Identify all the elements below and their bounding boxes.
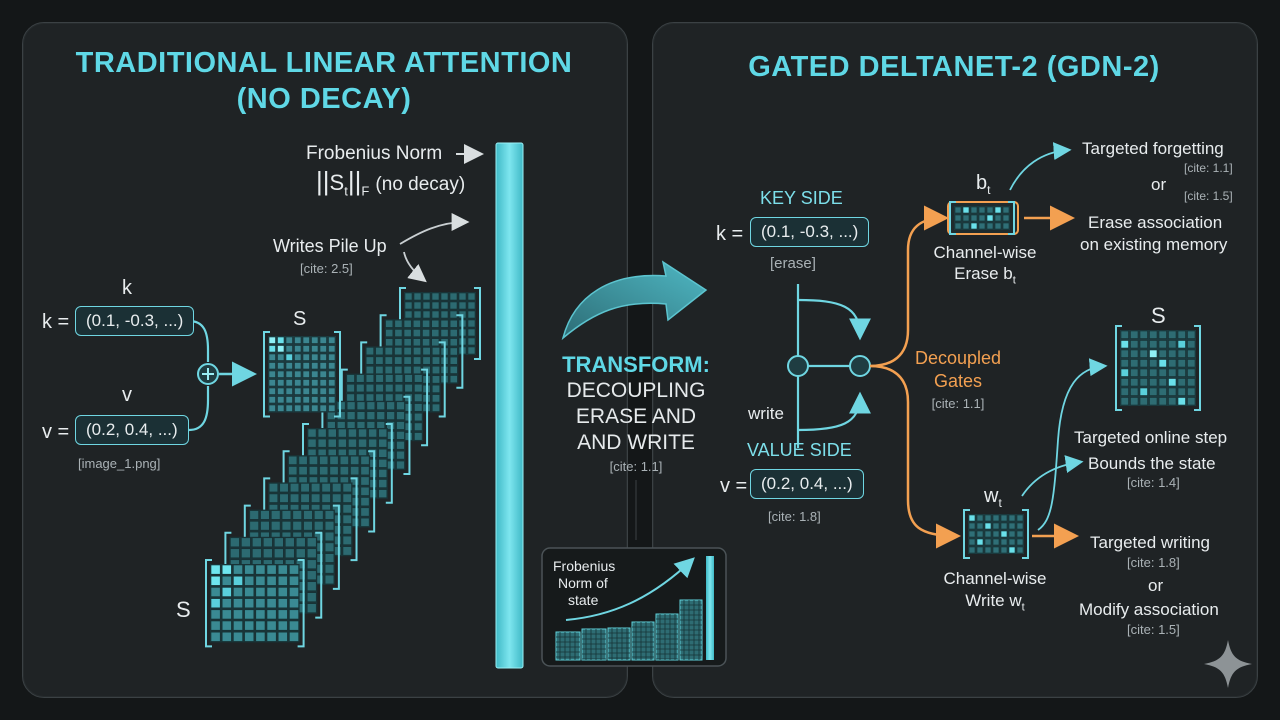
erase-tag: [erase] xyxy=(770,255,816,272)
v-connector xyxy=(188,386,210,432)
right-v-cite: [cite: 1.8] xyxy=(768,509,821,524)
junction-node-1 xyxy=(787,355,809,377)
targeted-writing-label: Targeted writing xyxy=(1090,533,1211,552)
formula-note: (no decay) xyxy=(375,174,466,195)
to-targeted-forgetting-arrow xyxy=(1009,142,1072,191)
right-v-equals: v = xyxy=(720,475,748,497)
state-matrix-s-small xyxy=(263,331,341,418)
erase-association-line2: on existing memory xyxy=(1080,235,1228,254)
transform-cite: [cite: 1.1] xyxy=(609,459,663,474)
orange-to-write-gate xyxy=(869,364,961,549)
inset-bar-5 xyxy=(655,613,679,661)
or-label-1: or xyxy=(1151,175,1167,194)
formula-sub-t: t xyxy=(344,183,348,199)
transform-line3: ERASE AND xyxy=(575,405,697,428)
write-tag: write xyxy=(748,404,784,423)
write-path-arrow xyxy=(797,391,871,432)
transform-line4: AND WRITE xyxy=(577,431,695,454)
writes-pile-arrow-1 xyxy=(399,213,470,245)
value-side-label: VALUE SIDE xyxy=(747,440,852,460)
write-to-state-arrow xyxy=(1037,358,1108,531)
modify-association-cite: [cite: 1.5] xyxy=(1127,622,1180,637)
state-s-label-top: S xyxy=(293,308,307,330)
erase-gate-caption-2: Erase bt xyxy=(954,264,1016,287)
right-v-vector: (0.2, 0.4, ...) xyxy=(750,469,864,499)
targeted-online-step: Targeted online step xyxy=(1074,428,1228,447)
inset-label-line2: Norm of xyxy=(558,575,608,591)
v-heading: v xyxy=(122,384,132,406)
image-ref-label: [image_1.png] xyxy=(78,456,161,471)
formula-sub-f: F xyxy=(361,183,370,199)
modify-association-label: Modify association xyxy=(1079,600,1219,619)
inset-label-line1: Frobenius xyxy=(553,558,616,574)
inset-growth-arrow xyxy=(565,557,695,621)
right-state-matrix xyxy=(1115,325,1201,411)
transform-heading: TRANSFORM: xyxy=(562,352,710,377)
erase-path-arrow xyxy=(797,298,871,341)
right-state-s-label: S xyxy=(1151,303,1166,328)
stacked-state-matrices xyxy=(205,287,481,648)
right-k-vector: (0.1, -0.3, ...) xyxy=(750,217,870,247)
erase-gate-caption-1: Channel-wise xyxy=(933,243,1037,262)
bounds-cite: [cite: 1.4] xyxy=(1127,475,1180,490)
v-equals: v = xyxy=(42,421,70,443)
bounds-the-state: Bounds the state xyxy=(1088,454,1216,473)
left-v-vector: (0.2, 0.4, ...) xyxy=(75,415,189,445)
k-heading: k xyxy=(122,277,132,299)
decoupled-gates-line1: Decoupled xyxy=(914,348,1002,368)
targeted-forgetting-cite: [cite: 1.1] xyxy=(1184,161,1233,175)
w-gate-label: wt xyxy=(984,485,1002,510)
orange-to-erase-gate xyxy=(869,205,949,368)
write-gate-caption-1: Channel-wise xyxy=(943,569,1047,588)
state-s-label-bottom: S xyxy=(176,597,191,622)
transform-big-arrow xyxy=(561,260,708,341)
targeted-writing-cite: [cite: 1.8] xyxy=(1127,555,1180,570)
decoupled-gates-line2: Gates xyxy=(933,371,983,391)
or-label-2: or xyxy=(1148,576,1164,595)
key-side-label: KEY SIDE xyxy=(760,188,843,208)
inset-norm-bar xyxy=(706,556,714,660)
to-bounds-arrow xyxy=(1021,455,1084,497)
frobenius-norm-label: Frobenius Norm xyxy=(306,143,443,164)
writes-pile-up-label: Writes Pile Up xyxy=(273,236,387,256)
or-cite-1: [cite: 1.5] xyxy=(1184,189,1233,203)
writes-pile-cite: [cite: 2.5] xyxy=(300,261,353,276)
left-title-line1: TRADITIONAL LINEAR ATTENTION xyxy=(75,47,573,79)
sparkle-icon xyxy=(1204,640,1252,688)
transform-line2: DECOUPLING xyxy=(566,379,706,402)
b-gate-label: bt xyxy=(976,172,991,197)
right-k-equals: k = xyxy=(716,223,744,245)
left-title-line2: (NO DECAY) xyxy=(236,83,412,115)
formula-s: S xyxy=(329,170,345,195)
writes-pile-arrow-2 xyxy=(403,251,427,283)
inset-label-line3: state xyxy=(568,592,599,608)
left-k-vector: (0.1, -0.3, ...) xyxy=(75,306,195,336)
erase-association-line1: Erase association xyxy=(1088,213,1223,232)
targeted-forgetting-label: Targeted forgetting xyxy=(1082,139,1224,158)
k-equals: k = xyxy=(42,311,70,333)
right-title: GATED DELTANET-2 (GDN-2) xyxy=(748,51,1160,83)
frobenius-norm-bar xyxy=(495,142,524,669)
stacked-matrix-11 xyxy=(205,559,305,648)
decoupled-gates-cite: [cite: 1.1] xyxy=(931,396,985,411)
inset-bar-4 xyxy=(631,621,655,661)
write-gate-vector xyxy=(963,509,1029,559)
erase-gate-vector xyxy=(949,201,1015,235)
junction-node-2 xyxy=(849,355,871,377)
frobenius-formula: ||St||F (no decay) xyxy=(316,166,466,199)
norm-growth-mini-bars xyxy=(555,599,703,661)
inset-bar-3 xyxy=(607,627,631,661)
write-gate-caption-2: Write wt xyxy=(965,591,1025,614)
